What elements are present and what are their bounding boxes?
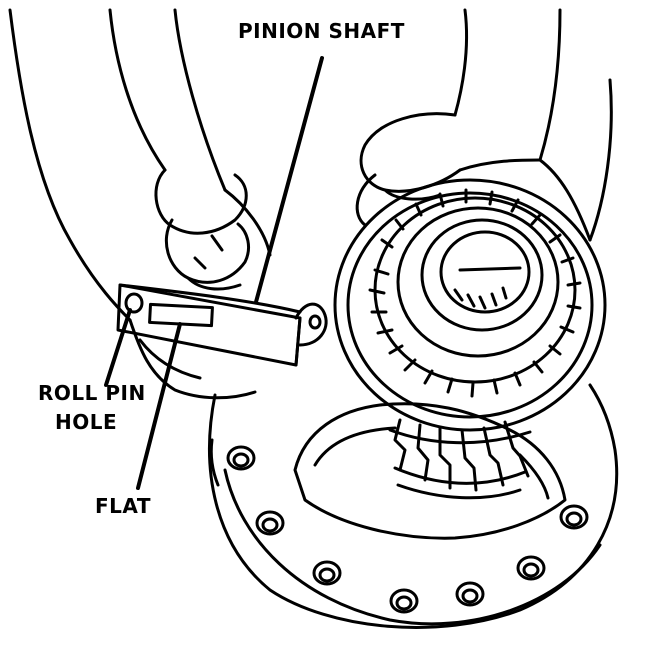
left-hand — [8, 8, 272, 400]
differential-case-flange — [208, 383, 619, 629]
label-pinion-shaft: PINION SHAFT — [238, 19, 405, 43]
label-flat: FLAT — [95, 494, 151, 518]
leader-flat — [136, 322, 182, 490]
leader-roll-pin-hole — [104, 308, 132, 387]
bolt-hole — [312, 560, 342, 586]
bolt-holes — [226, 445, 589, 614]
bolt-hole — [516, 555, 546, 581]
bolt-hole — [389, 588, 419, 614]
label-hole: HOLE — [55, 410, 118, 434]
bolt-hole — [255, 510, 285, 536]
bolt-hole — [559, 504, 589, 530]
label-roll-pin: ROLL PIN — [38, 381, 146, 405]
roll-pin-hole — [124, 292, 144, 314]
side-gear-bearing — [333, 178, 607, 500]
bolt-hole — [455, 581, 485, 607]
pinion-shaft — [116, 283, 328, 367]
right-hand — [355, 8, 613, 242]
leader-pinion-shaft — [254, 56, 324, 304]
bolt-hole — [226, 445, 256, 471]
leader-lines — [104, 56, 324, 490]
